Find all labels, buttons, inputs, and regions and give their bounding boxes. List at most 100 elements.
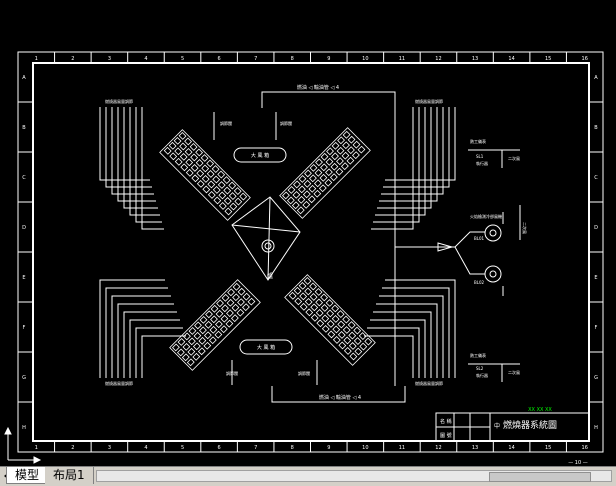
furnace <box>231 196 301 281</box>
burner-cell <box>336 310 345 318</box>
burner-cell <box>343 347 352 355</box>
burner-cell <box>247 297 256 306</box>
bus-line-lr <box>364 335 414 378</box>
burner-cell <box>324 168 333 177</box>
burner-cell <box>305 308 314 317</box>
column-numbers: 1122334455667788991010111112121313141415… <box>35 52 588 452</box>
burner-cell <box>209 325 218 334</box>
bus-line-ur <box>377 107 432 209</box>
row-letter: E <box>22 275 25 281</box>
burner-cell <box>242 303 250 312</box>
burner-cell <box>192 352 201 361</box>
scale-indicator: — 10 — <box>568 460 588 466</box>
burner-cell <box>293 286 302 295</box>
col-number: 16 <box>582 56 588 62</box>
bus-lines <box>99 107 456 378</box>
burner-cell <box>185 168 194 177</box>
burner-cell <box>224 207 233 216</box>
burner-cell <box>353 337 362 345</box>
burner-cell <box>216 299 224 308</box>
burner-cell <box>218 202 227 210</box>
burner-cell <box>320 293 329 302</box>
col-number: 10 <box>362 56 368 62</box>
row-letter: G <box>594 375 598 381</box>
burner-cell <box>198 336 207 345</box>
cad-drawing-canvas[interactable]: 1122334455667788991010111112121313141415… <box>0 0 616 466</box>
upper-left-header: 燃燒器風量調節 <box>105 98 133 104</box>
burner-cell <box>358 332 367 341</box>
burner-cell <box>206 170 215 178</box>
lower-right-header: 燃燒器風量調節 <box>415 380 443 386</box>
titleblock-title: 燃燒器系統圖 <box>503 419 557 431</box>
cooling-fan-label: 火焰檢測冷卻風機 <box>470 213 502 219</box>
burner-array <box>169 279 261 371</box>
burner-cell <box>227 288 236 297</box>
burner-cell <box>217 181 226 189</box>
burner-cell <box>329 173 338 182</box>
col-number: 3 <box>108 445 111 451</box>
burner-cell <box>193 331 202 340</box>
burner-cell <box>352 151 360 160</box>
col-number: 14 <box>508 56 514 62</box>
burner-cell <box>327 330 336 339</box>
bus-line-ur <box>379 107 438 202</box>
burner-cell <box>220 314 229 323</box>
burner-cell <box>210 304 219 313</box>
bus-line-ll <box>99 279 165 378</box>
burner-cell <box>229 202 238 211</box>
burner-cell <box>354 347 363 356</box>
burner-cell <box>192 342 201 351</box>
fan-box-top <box>233 147 287 163</box>
burner-cell <box>182 342 191 351</box>
burner-arrays <box>159 127 376 371</box>
burner-cell <box>213 196 222 205</box>
burner-cell <box>210 315 218 324</box>
bus-line-ll <box>135 327 183 378</box>
col-number: 5 <box>181 445 184 451</box>
bus-line-ul <box>135 107 162 223</box>
burner-cell <box>331 152 339 161</box>
burner-cell <box>218 191 227 200</box>
burner-array-outline <box>159 129 251 221</box>
burner-cell <box>231 303 240 312</box>
bus-line-ur <box>373 107 420 223</box>
col-number: 9 <box>327 56 330 62</box>
burner-cell <box>348 331 357 340</box>
fan-box-top-label: 大 風 箱 <box>251 152 269 159</box>
burner-cell <box>173 136 182 145</box>
burner-cell <box>200 154 209 162</box>
burner-cell <box>298 281 307 290</box>
col-number: 16 <box>582 445 588 451</box>
burner-cell <box>169 152 178 161</box>
burner-cell <box>222 176 231 184</box>
burner-cell <box>177 338 186 346</box>
burner-cell <box>239 192 248 201</box>
bus-line-ul <box>123 107 158 209</box>
valve-lines <box>213 112 318 385</box>
burner-cell <box>320 304 329 312</box>
burner-cell <box>298 174 307 183</box>
burner-cell <box>207 190 216 199</box>
burner-array-outline <box>169 279 261 371</box>
horizontal-scrollbar[interactable] <box>96 470 612 482</box>
burner-cell <box>294 297 303 306</box>
bus-line-ur <box>375 107 426 216</box>
burner-cell <box>189 143 198 151</box>
burner-cell <box>223 186 232 195</box>
burner-cell <box>304 169 312 178</box>
main-pipe-loop <box>261 91 445 403</box>
scrollbar-thumb[interactable] <box>489 472 591 482</box>
bus-line-ll <box>123 311 177 378</box>
burner-cell <box>196 179 205 188</box>
burner-cell <box>342 130 351 139</box>
row-letter: D <box>594 225 598 231</box>
burner-cell <box>342 326 351 334</box>
burner-cell <box>359 342 368 351</box>
burner-cell <box>187 337 196 346</box>
fan-box-bottom-label: 大 風 箱 <box>257 344 275 351</box>
bus-line-ul <box>141 107 164 230</box>
tab-model[interactable]: 模型 <box>6 467 49 484</box>
tab-layout1[interactable]: 布局1 <box>45 467 94 484</box>
titleblock-row2-label: 圖 號 <box>440 432 452 439</box>
col-number: 15 <box>545 445 551 451</box>
